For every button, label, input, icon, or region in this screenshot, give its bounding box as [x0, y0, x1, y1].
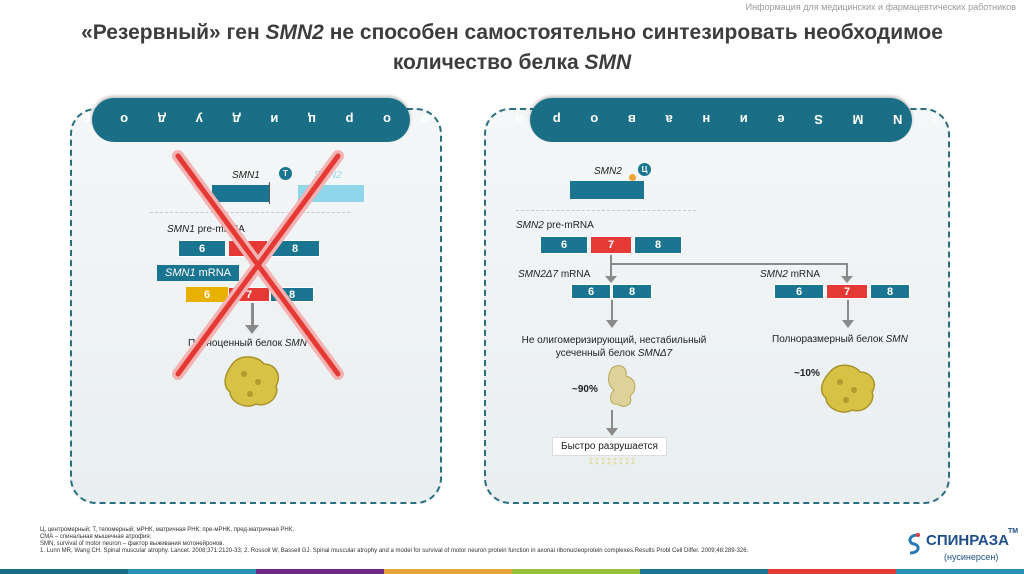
smn1-connector-line: [269, 182, 270, 204]
full-protein-image: [820, 364, 876, 413]
truncated-protein-label: Не олигомеризирующий, нестабильный усече…: [521, 335, 707, 359]
degrade-arrow-head: [606, 428, 618, 436]
full-percent: ~10%: [794, 368, 820, 379]
full-exon-8: 8: [870, 284, 910, 299]
left-arrow-head: [245, 325, 259, 334]
logo-tm: TM: [1008, 528, 1019, 535]
full-protein-right-label: Полноразмерный белок SMN: [772, 334, 908, 345]
branch-right-arrowhead: [841, 276, 853, 283]
branch-horizontal: [610, 263, 848, 265]
smn1-mrna-label: SMN1 mRNA: [157, 265, 240, 281]
delta-exon-8: 8: [612, 284, 652, 299]
smn1-premrna-label: SMN1 pre-mRNA: [167, 224, 245, 235]
delta-percent: ~90%: [572, 384, 598, 395]
spinraza-logo: СПИНРАЗА TM (нусинерсен): [904, 528, 1022, 566]
degrade-label: Быстро разрушается: [552, 437, 667, 456]
smn2-full-mrna-label: SMN2 mRNA: [760, 269, 821, 280]
left-panel-header: и н в о р ц и д у д о р п :: [0, 98, 504, 142]
telomeric-marker: Т: [279, 167, 292, 180]
orange-dot: [629, 174, 636, 181]
smn-protein-image: [224, 356, 280, 407]
divider-line: [150, 212, 350, 213]
full-exon-7: 7: [826, 284, 868, 299]
full-protein-label: Полноценный белок SMN: [188, 338, 307, 349]
full-arrow-head: [842, 320, 854, 328]
delta-exon-6: 6: [571, 284, 611, 299]
right-smn2-gene-bar: [570, 181, 644, 199]
smn1-gene-bar: [212, 185, 270, 202]
smn2-premrna-label: SMN2 pre-mRNA: [516, 220, 594, 231]
left-mrna-exon-6: 6: [186, 287, 228, 302]
disclaimer-note: Информация для медицинских и фармацевтич…: [745, 2, 1016, 12]
page-title: «Резервный» ген SMN2 не способен самосто…: [81, 21, 943, 74]
footnotes: Ц, центромерный; Т, теломерный; мРНК, ма…: [40, 527, 749, 554]
logo-mark-icon: [908, 533, 920, 555]
delta-arrow-shaft: [611, 300, 613, 322]
right-premrna-exon-8: 8: [634, 236, 682, 254]
right-premrna-exon-6: 6: [540, 236, 588, 254]
right-panel-header: р п 2 N M S е и н а в о р и ц у: [428, 98, 1014, 142]
full-arrow-shaft: [847, 300, 849, 322]
logo-name: СПИНРАЗА: [926, 532, 1009, 549]
full-exon-6: 6: [774, 284, 824, 299]
left-premrna-exon-6: 6: [178, 240, 226, 257]
truncated-protein-image: [608, 365, 636, 407]
branch-left-arrowhead: [605, 276, 617, 283]
cross-out-icon: [172, 150, 344, 380]
centromeric-marker: Ц: [638, 163, 651, 176]
right-divider-line: [516, 210, 696, 211]
branch-vertical: [610, 255, 612, 265]
smn1-gene-label: SMN1: [232, 170, 260, 181]
smn2-delta7-mrna-label: SMN2Δ7 mRNA: [518, 269, 591, 280]
debris-particles: [588, 457, 636, 465]
right-premrna-exon-7: 7: [590, 236, 632, 254]
branch-left-down: [610, 263, 612, 277]
bottom-stripes: [0, 569, 1024, 574]
logo-sub: (нусинерсен): [944, 552, 999, 562]
branch-right-down: [846, 263, 848, 277]
delta-arrow-head: [606, 320, 618, 328]
left-arrow-shaft: [251, 303, 254, 327]
right-smn2-gene-label: SMN2: [594, 166, 622, 177]
degrade-arrow-shaft: [611, 410, 613, 430]
left-panel: [70, 108, 442, 504]
